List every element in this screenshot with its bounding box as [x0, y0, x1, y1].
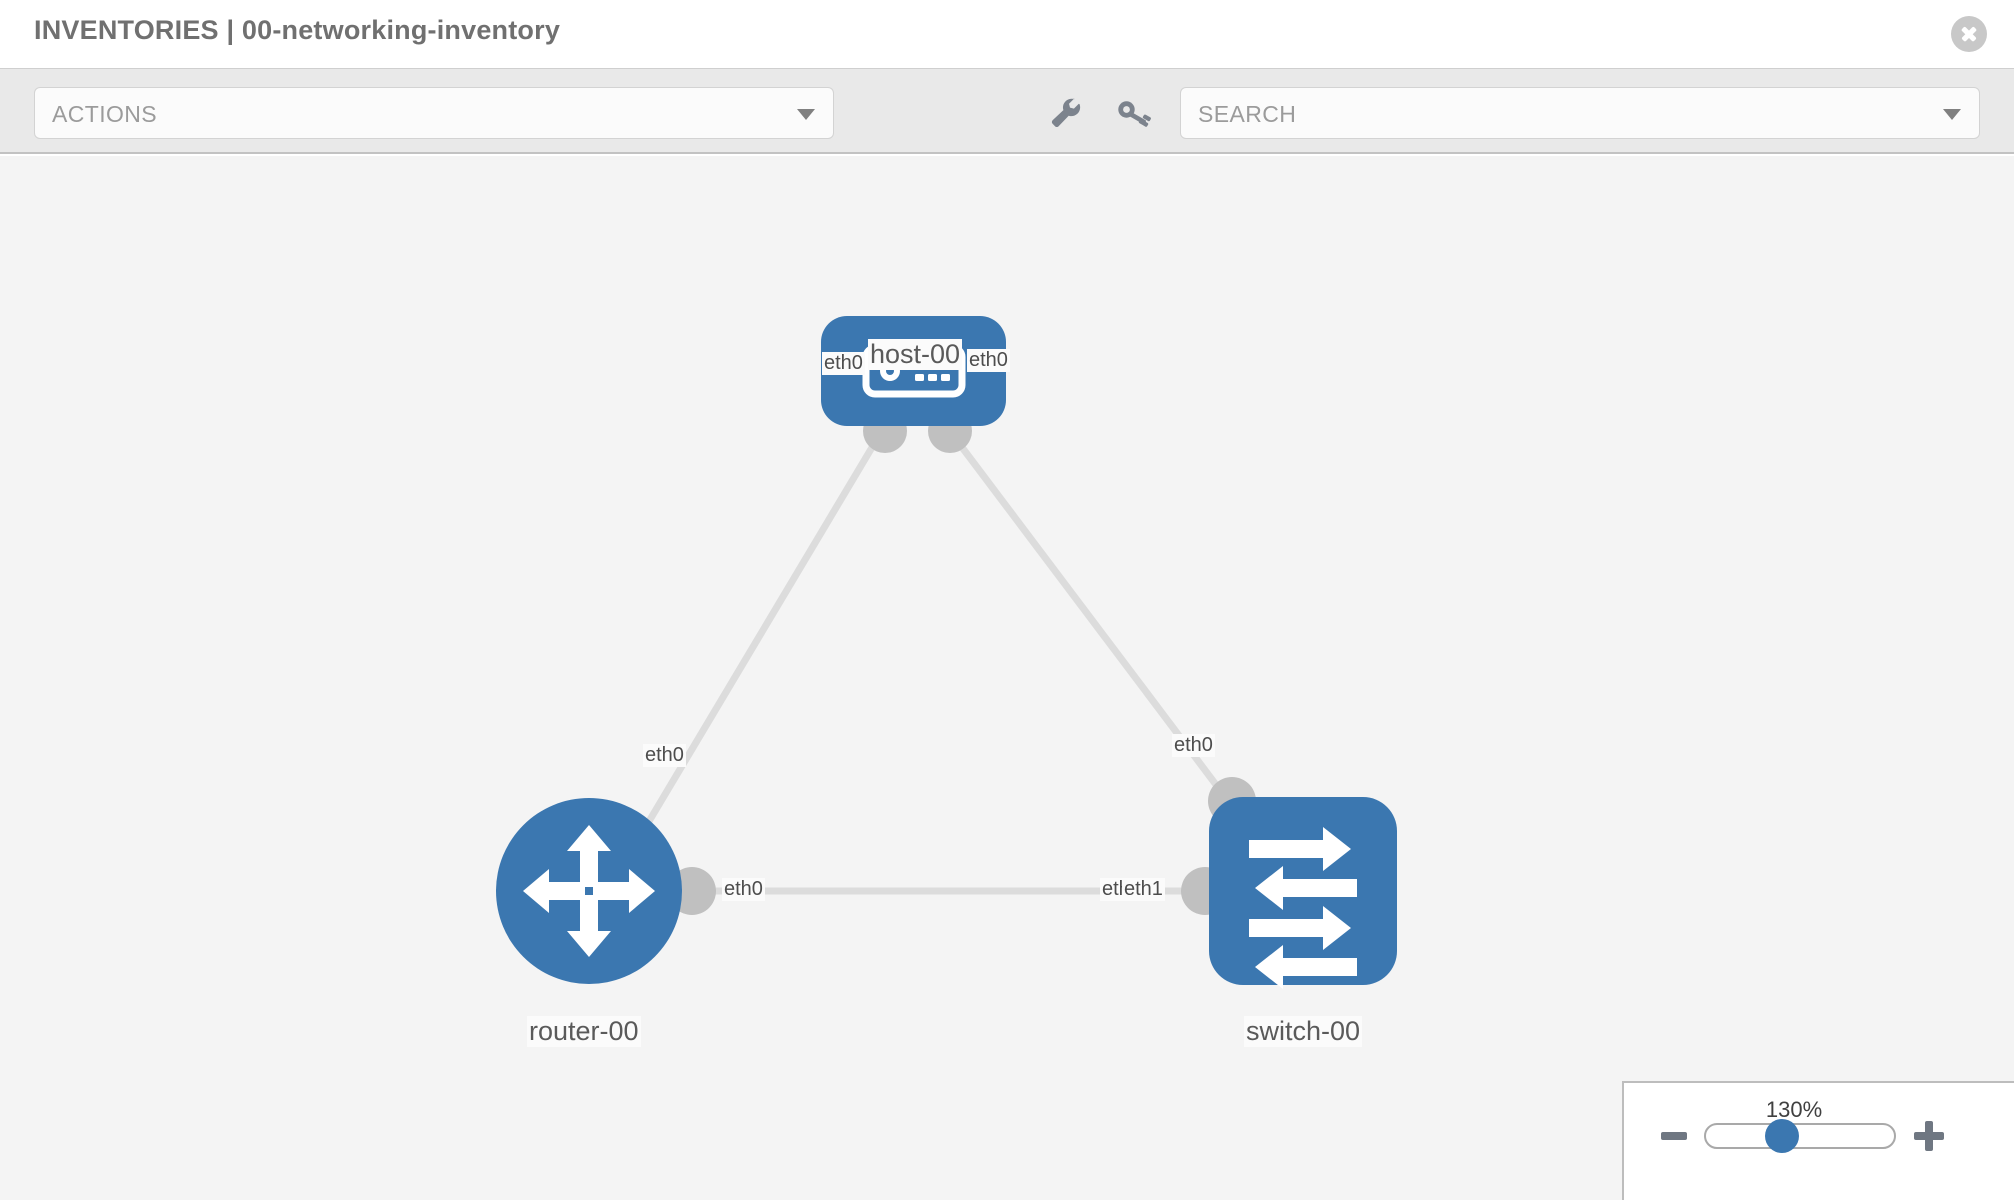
- chevron-down-icon: [797, 109, 815, 120]
- topology-canvas[interactable]: host-00 router-00 switch-00 eth0 eth0 et…: [0, 156, 2014, 1200]
- iface-label-router00-to-switch00: eth0: [722, 878, 765, 901]
- page-title: INVENTORIES | 00-networking-inventory: [34, 15, 561, 45]
- node-router-00[interactable]: [496, 798, 682, 984]
- link-host00-router00[interactable]: [641, 432, 884, 830]
- node-switch-00[interactable]: [1209, 797, 1397, 989]
- node-label-router-00: router-00: [527, 1016, 641, 1048]
- zoom-level-value: 130%: [1765, 1097, 1823, 1122]
- zoom-in-button[interactable]: [1914, 1121, 1944, 1151]
- wrench-icon[interactable]: [1046, 93, 1086, 133]
- zoom-out-button[interactable]: [1661, 1132, 1687, 1140]
- topology-graph: [496, 316, 1397, 989]
- iface-label-switch00-to-router00: eth1: [1122, 878, 1165, 901]
- close-icon[interactable]: [1951, 16, 1987, 52]
- actions-dropdown-label: ACTIONS: [52, 101, 158, 127]
- zoom-control-panel: 130%: [1622, 1081, 2014, 1200]
- page-header: INVENTORIES | 00-networking-inventory: [0, 0, 2014, 68]
- node-label-switch-00: switch-00: [1244, 1016, 1363, 1048]
- router-arrows-icon: [523, 825, 655, 957]
- link-endpoints: [668, 409, 1256, 915]
- search-input[interactable]: SEARCH: [1180, 87, 1980, 139]
- key-icon[interactable]: [1113, 93, 1153, 133]
- switch-arrows-icon: [1249, 827, 1357, 989]
- search-placeholder: SEARCH: [1198, 101, 1297, 127]
- actions-dropdown[interactable]: ACTIONS: [34, 87, 834, 139]
- toolbar: ACTIONS SEARCH: [0, 68, 2014, 154]
- iface-label-router00-to-host00: eth0: [643, 744, 686, 767]
- chevron-down-icon: [1943, 109, 1961, 120]
- node-label-host-00: host-00: [868, 339, 963, 371]
- zoom-slider-handle[interactable]: [1765, 1119, 1799, 1153]
- zoom-slider-track[interactable]: [1704, 1123, 1896, 1149]
- iface-label-host00-to-router00: eth0: [822, 352, 865, 375]
- iface-label-switch00-to-host00: eth0: [1172, 734, 1215, 757]
- iface-label-host00-to-switch00: eth0: [967, 349, 1010, 372]
